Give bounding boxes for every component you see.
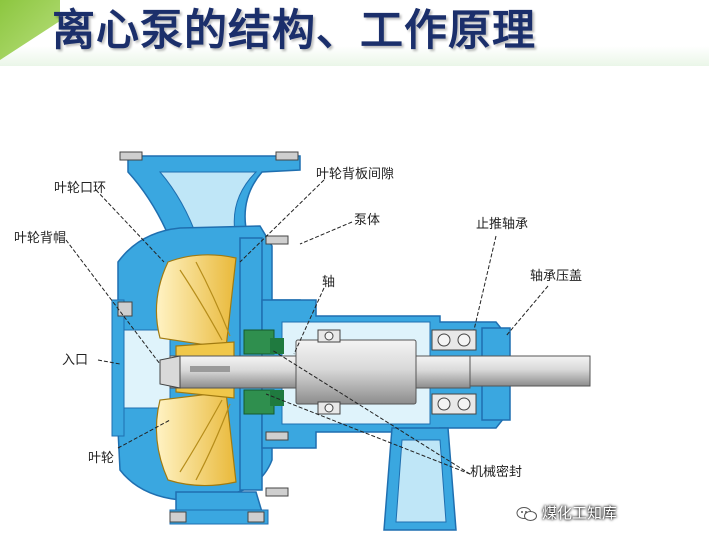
impeller-vane-line-2 bbox=[195, 261, 231, 337]
leader-mechanical-seal-2 bbox=[271, 349, 471, 475]
leader-impeller-eye-ring bbox=[95, 189, 165, 263]
leader-thrust-bearing bbox=[473, 235, 497, 331]
bolts bbox=[117, 151, 299, 523]
leader-shaft bbox=[293, 287, 325, 355]
label-impeller-eye-ring: 叶轮口环 bbox=[54, 181, 106, 196]
leader-inlet bbox=[97, 359, 121, 365]
impeller-upper-vane bbox=[155, 254, 237, 349]
seal-lower bbox=[243, 389, 275, 415]
thrust-bearing-ball-4 bbox=[457, 397, 471, 411]
label-inlet: 入口 bbox=[62, 353, 88, 368]
label-impeller: 叶轮 bbox=[88, 451, 114, 466]
label-shaft: 轴 bbox=[322, 275, 335, 290]
wechat-icon bbox=[516, 506, 537, 521]
impeller-vane-line-3 bbox=[179, 399, 223, 473]
label-thrust-bearing: 止推轴承 bbox=[476, 217, 528, 232]
impeller-vane-line-1 bbox=[179, 269, 223, 341]
shaft-output-end bbox=[469, 355, 591, 387]
label-pump-body: 泵体 bbox=[354, 213, 380, 228]
shaft-assembly bbox=[159, 339, 591, 405]
bolt bbox=[265, 431, 289, 441]
bolt bbox=[265, 487, 289, 497]
thrust-bearing-ball-1 bbox=[437, 333, 451, 347]
bolt bbox=[119, 151, 143, 161]
radial-bearing-ball-lower bbox=[324, 403, 334, 413]
thrust-bearing-ball-2 bbox=[457, 333, 471, 347]
labels: 叶轮口环 叶轮背帽 入口 叶轮 叶轮背板间隙 泵体 轴 止推轴承 轴承压盖 机械… bbox=[14, 167, 582, 480]
leader-impeller bbox=[117, 419, 171, 449]
label-bearing-cover: 轴承压盖 bbox=[530, 269, 582, 284]
bearing-pedestal-hollow bbox=[395, 439, 447, 523]
leader-lines bbox=[65, 179, 549, 475]
watermark-text: 煤化工知库 bbox=[542, 504, 618, 522]
watermark: 煤化工知库 bbox=[516, 500, 617, 526]
bolt bbox=[275, 151, 299, 161]
leader-mechanical-seal-1 bbox=[265, 393, 471, 475]
bolt bbox=[117, 301, 133, 317]
shaft-large-section bbox=[295, 339, 417, 405]
radial-bearing-ball-upper bbox=[324, 331, 334, 341]
inlet-flange bbox=[111, 299, 125, 437]
page-title: 离心泵的结构、工作原理 bbox=[52, 6, 536, 56]
leader-pump-body bbox=[299, 221, 353, 245]
impeller-lower-vane bbox=[155, 391, 237, 487]
impeller-nut bbox=[159, 355, 181, 389]
title-band bbox=[0, 0, 709, 66]
shaft-keyway bbox=[190, 366, 230, 372]
impeller-vane-line-4 bbox=[195, 403, 231, 481]
bolt bbox=[169, 511, 187, 523]
label-mechanical-seal: 机械密封 bbox=[470, 464, 522, 480]
label-back-plate-gap: 叶轮背板间隙 bbox=[316, 167, 394, 182]
seal-gland-upper bbox=[270, 338, 284, 354]
leader-impeller-back-cap bbox=[65, 239, 161, 365]
bolt bbox=[247, 511, 265, 523]
leader-back-plate-gap bbox=[239, 179, 325, 263]
mechanical-seal bbox=[243, 329, 284, 415]
label-impeller-back-cap: 叶轮背帽 bbox=[14, 230, 66, 246]
seal-upper bbox=[243, 329, 275, 355]
bearings bbox=[317, 329, 477, 415]
thrust-bearing-ball-3 bbox=[437, 397, 451, 411]
leader-bearing-cover bbox=[505, 285, 549, 337]
bolt bbox=[265, 235, 289, 245]
